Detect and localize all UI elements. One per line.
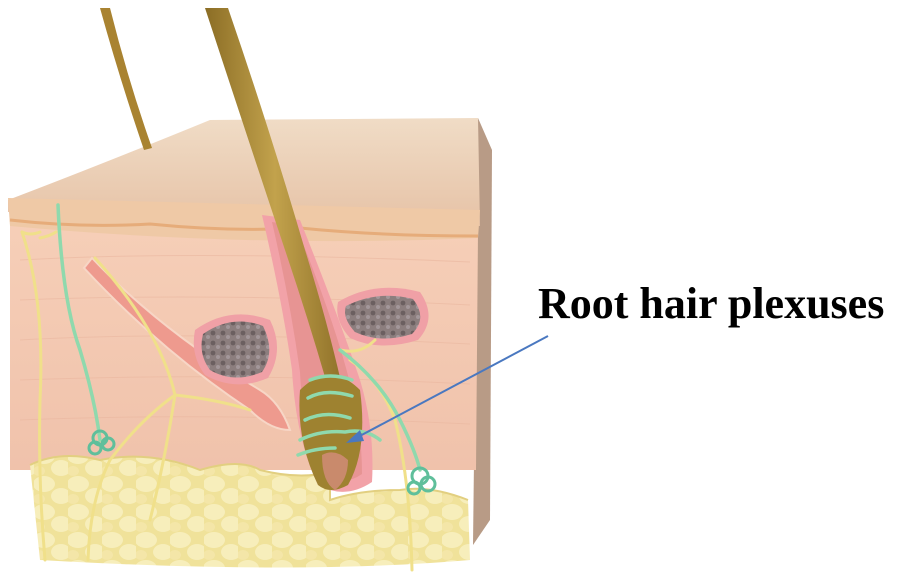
sweat-gland-right — [337, 288, 428, 346]
root-hair-plexuses-label: Root hair plexuses — [538, 282, 884, 326]
sweat-gland-left — [194, 314, 277, 384]
hair-shaft-small — [100, 8, 152, 150]
